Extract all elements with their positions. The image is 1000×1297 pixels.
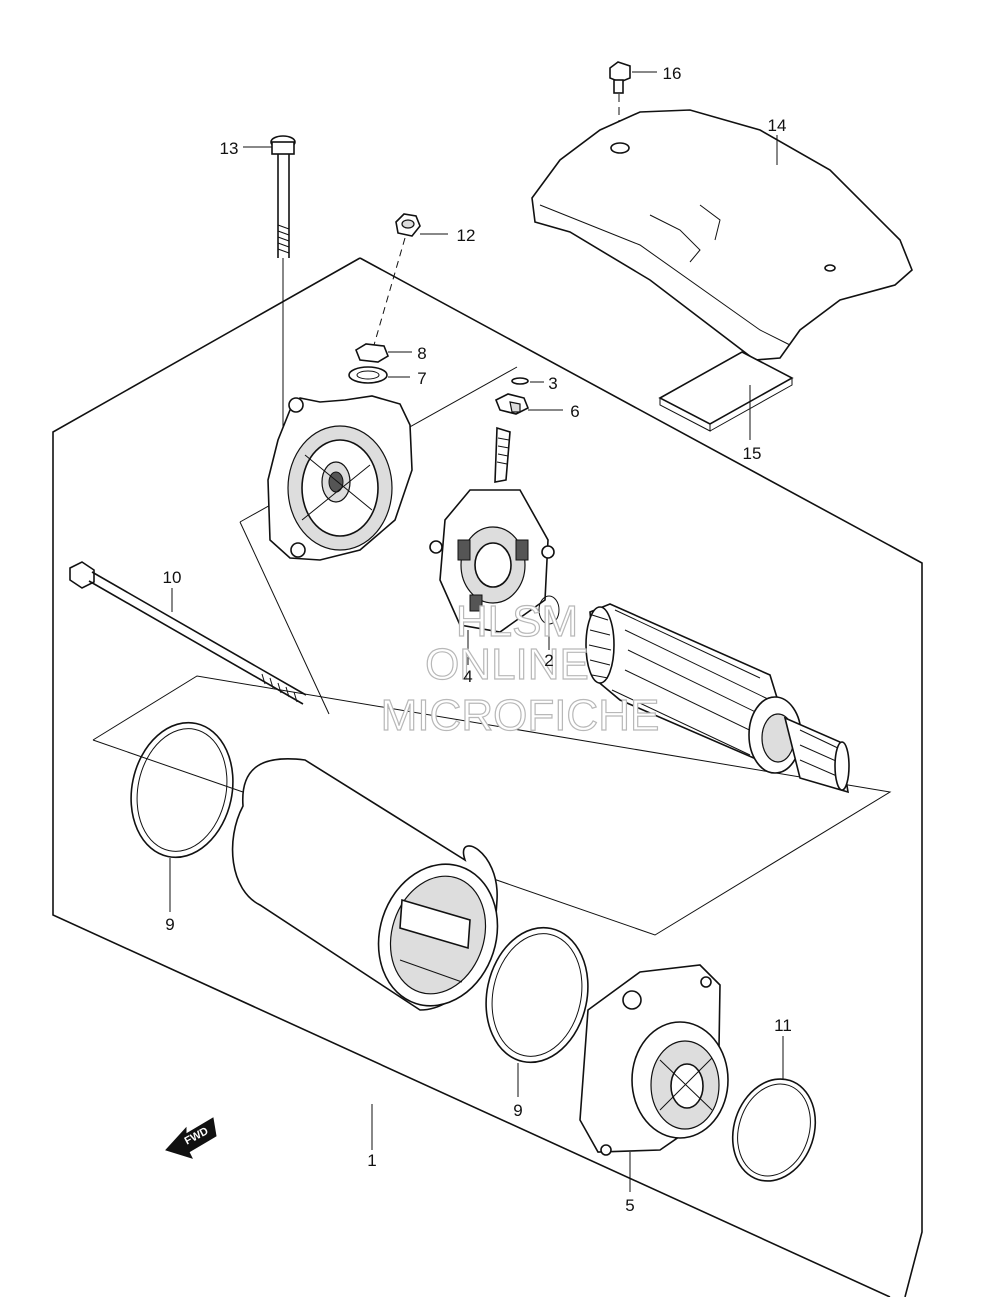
nut-8[interactable] xyxy=(355,343,389,363)
callout-5: 5 xyxy=(625,1196,634,1215)
callout-3: 3 xyxy=(548,374,557,393)
clip-3[interactable] xyxy=(511,377,529,385)
insulator-6[interactable] xyxy=(494,393,530,415)
watermark-line3: MICROFICHE xyxy=(381,691,660,740)
o-ring-9-upper[interactable] xyxy=(119,713,245,867)
callout-15: 15 xyxy=(743,444,762,463)
yoke-housing[interactable] xyxy=(231,758,516,1022)
callout-4: 4 xyxy=(463,667,472,686)
callout-9-upper: 9 xyxy=(165,915,174,934)
bolt-13[interactable] xyxy=(270,135,296,470)
o-ring-9-lower[interactable] xyxy=(474,918,600,1072)
brush-holder[interactable] xyxy=(429,426,555,633)
leader-lines xyxy=(169,71,784,1192)
watermark-line1: HLSM xyxy=(456,597,578,646)
watermark: HLSM ONLINE MICROFICHE xyxy=(380,596,660,740)
callout-16: 16 xyxy=(663,64,682,83)
callout-8: 8 xyxy=(417,344,426,363)
front-housing[interactable] xyxy=(579,964,729,1156)
bolt-16[interactable] xyxy=(609,61,631,94)
callout-1: 1 xyxy=(367,1151,376,1170)
callout-labels: 1 2 3 4 5 6 7 8 9 9 10 11 12 13 14 15 16 xyxy=(163,64,792,1215)
callout-14: 14 xyxy=(768,116,787,135)
callout-13: 13 xyxy=(220,139,239,158)
rear-housing[interactable] xyxy=(267,395,413,561)
callout-6: 6 xyxy=(570,402,579,421)
callout-2: 2 xyxy=(544,651,553,670)
nut-12[interactable] xyxy=(395,213,421,237)
armature[interactable] xyxy=(585,603,850,794)
callout-12: 12 xyxy=(457,226,476,245)
starter-cover-14[interactable] xyxy=(531,109,913,361)
callout-11: 11 xyxy=(774,1016,792,1035)
pad-15[interactable] xyxy=(658,351,794,432)
callout-9-lower: 9 xyxy=(513,1101,522,1120)
washer-7[interactable] xyxy=(348,366,388,384)
callout-7: 7 xyxy=(417,369,426,388)
watermark-line2: ONLINE xyxy=(425,640,589,689)
fwd-arrow-icon: FWD xyxy=(165,1117,217,1159)
bolt-10[interactable] xyxy=(69,561,307,705)
o-ring-11[interactable] xyxy=(720,1068,828,1192)
callout-10: 10 xyxy=(163,568,182,587)
